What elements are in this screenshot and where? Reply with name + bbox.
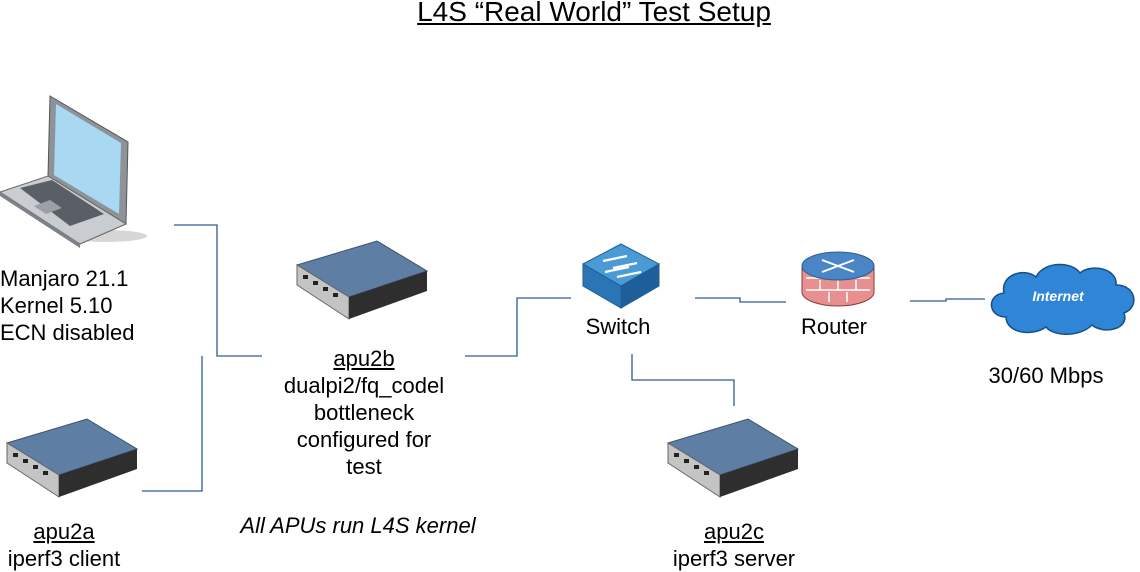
- apu2b-line2: bottleneck: [313, 400, 415, 425]
- laptop-icon: [0, 95, 147, 248]
- internet-cloud-icon: Internet: [990, 263, 1135, 335]
- apu2a-role: iperf3 client: [7, 546, 121, 571]
- apu2b-qdisc: dualpi2/fq_codel: [283, 373, 445, 398]
- apu2c-label: apu2c iperf3 server: [660, 518, 808, 572]
- router-icon: [801, 251, 875, 307]
- switch-label: Switch: [585, 314, 651, 339]
- wire-switch-apu2c: [631, 354, 735, 406]
- wire-switch-router: [695, 297, 786, 303]
- router-label: Router: [800, 314, 868, 339]
- switch-icon: [581, 243, 661, 309]
- wire-apu2b-switch: [465, 297, 571, 357]
- internet-speed: 30/60 Mbps: [988, 363, 1104, 388]
- apu2a-label: apu2a iperf3 client: [0, 518, 128, 572]
- laptop-ecn: ECN disabled: [0, 320, 135, 345]
- apu2a-name: apu2a: [33, 519, 95, 544]
- apu2b-device-icon: [295, 240, 429, 320]
- wire-apu2a-apu2b: [142, 356, 203, 492]
- apu2b-label: apu2b dualpi2/fq_codel bottleneck config…: [263, 345, 465, 480]
- apu2b-line3: configured for: [296, 427, 432, 452]
- wire-laptop-apu2b: [174, 224, 262, 357]
- apu2a-device-icon: [5, 418, 139, 498]
- apu2c-name: apu2c: [704, 519, 764, 544]
- apu2b-line4: test: [346, 454, 382, 479]
- wire-router-internet: [910, 298, 985, 302]
- diagram-title: L4S “Real World” Test Setup: [417, 0, 771, 27]
- internet-cloud-label: Internet: [1032, 288, 1085, 304]
- laptop-os: Manjaro 21.1: [0, 266, 129, 291]
- laptop-kernel: Kernel 5.10: [0, 293, 113, 318]
- apu-kernel-note: All APUs run L4S kernel: [240, 513, 476, 538]
- apu2c-device-icon: [666, 418, 800, 498]
- apu2c-role: iperf3 server: [672, 546, 796, 571]
- laptop-label: Manjaro 21.1 Kernel 5.10 ECN disabled: [0, 265, 135, 346]
- apu2b-name: apu2b: [333, 346, 395, 371]
